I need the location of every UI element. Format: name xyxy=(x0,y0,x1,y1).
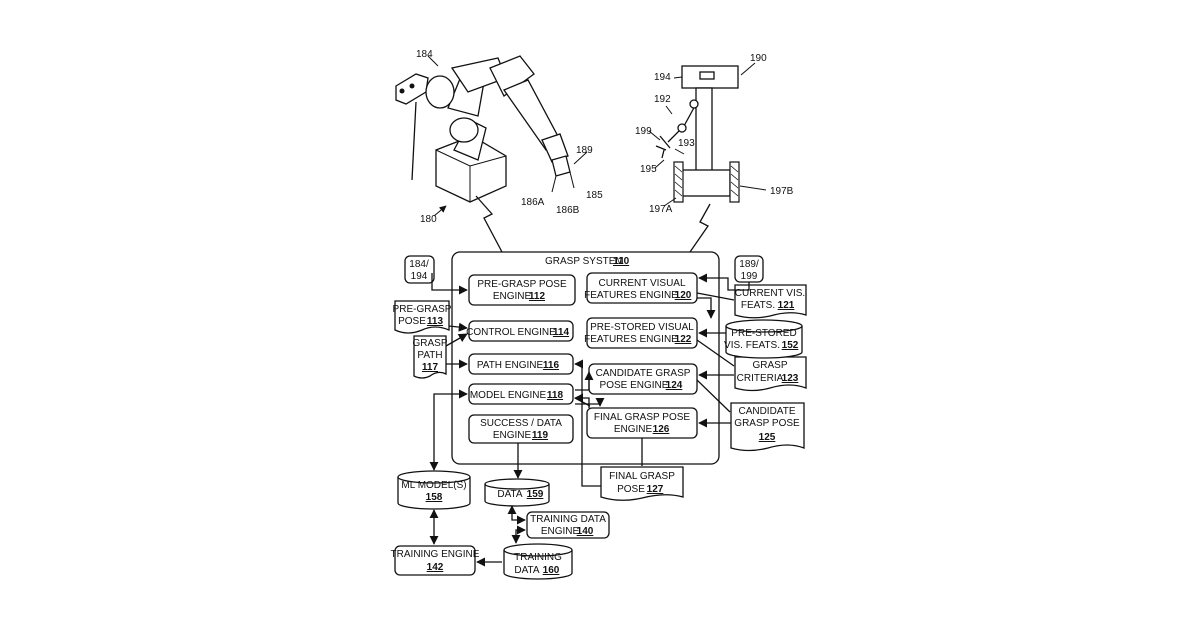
pre-grasp-pose-engine-112: PRE-GRASP POSE ENGINE 112 xyxy=(469,275,575,305)
svg-text:FEATURES ENGINE: FEATURES ENGINE xyxy=(584,290,678,301)
svg-text:112: 112 xyxy=(529,291,546,302)
candidate-grasp-pose-125: CANDIDATE GRASP POSE 125 xyxy=(731,403,804,451)
svg-text:184/: 184/ xyxy=(409,259,429,270)
ref-186a: 186A xyxy=(521,197,545,208)
pre-grasp-pose-113: PRE-GRASP POSE 113 xyxy=(393,301,452,333)
svg-text:116: 116 xyxy=(543,360,560,371)
svg-text:DATA: DATA xyxy=(497,489,523,500)
svg-text:CURRENT VISUAL: CURRENT VISUAL xyxy=(598,278,685,289)
svg-text:PATH ENGINE: PATH ENGINE xyxy=(477,360,544,371)
svg-text:FEATS.: FEATS. xyxy=(741,300,775,311)
svg-text:FINAL GRASP POSE: FINAL GRASP POSE xyxy=(594,412,690,423)
svg-text:125: 125 xyxy=(759,432,776,443)
svg-text:TRAINING DATA: TRAINING DATA xyxy=(530,514,606,525)
svg-text:GRASP POSE: GRASP POSE xyxy=(734,418,800,429)
training-engine-142: TRAINING ENGINE 142 xyxy=(391,546,480,575)
svg-text:POSE: POSE xyxy=(617,484,645,495)
grasp-system-num: 110 xyxy=(613,256,630,267)
svg-text:POSE: POSE xyxy=(398,316,426,327)
svg-text:ENGINE: ENGINE xyxy=(493,291,532,302)
svg-text:PATH: PATH xyxy=(417,350,442,361)
grasp-criteria-123: GRASP CRITERIA 123 xyxy=(735,357,806,391)
ref-190: 190 xyxy=(750,53,767,64)
ref-197b: 197B xyxy=(770,186,794,197)
svg-text:124: 124 xyxy=(666,380,683,391)
path-engine-116: PATH ENGINE 116 xyxy=(469,354,573,374)
training-data-engine-140: TRAINING DATA ENGINE 140 xyxy=(527,512,609,538)
svg-text:MODEL ENGINE: MODEL ENGINE xyxy=(470,390,547,401)
svg-text:160: 160 xyxy=(543,565,560,576)
svg-text:117: 117 xyxy=(422,362,439,373)
model-engine-118: MODEL ENGINE 118 xyxy=(469,384,573,404)
ref-197a: 197A xyxy=(649,204,673,215)
candidate-grasp-pose-engine-124: CANDIDATE GRASP POSE ENGINE 124 xyxy=(589,364,697,394)
svg-text:PRE-STORED: PRE-STORED xyxy=(731,328,796,339)
svg-text:122: 122 xyxy=(675,334,692,345)
final-grasp-pose-127: FINAL GRASP POSE 127 xyxy=(601,467,683,500)
svg-text:PRE-GRASP POSE: PRE-GRASP POSE xyxy=(477,279,567,290)
pre-stored-visual-features-engine-122: PRE-STORED VISUAL FEATURES ENGINE 122 xyxy=(584,318,697,348)
ref-193: 193 xyxy=(678,138,695,149)
svg-text:CANDIDATE GRASP: CANDIDATE GRASP xyxy=(596,368,691,379)
data-159: DATA 159 xyxy=(485,479,549,506)
svg-text:152: 152 xyxy=(782,340,799,351)
svg-text:159: 159 xyxy=(527,489,544,500)
pre-stored-vis-feats-152: PRE-STORED VIS. FEATS. 152 xyxy=(724,320,802,358)
svg-text:ENGINE: ENGINE xyxy=(493,430,532,441)
input-189-199: 189/ 199 xyxy=(735,256,763,282)
ref-195: 195 xyxy=(640,164,657,175)
svg-text:FINAL GRASP: FINAL GRASP xyxy=(609,471,675,482)
final-grasp-pose-engine-126: FINAL GRASP POSE ENGINE 126 xyxy=(587,408,697,438)
svg-text:VIS. FEATS.: VIS. FEATS. xyxy=(724,340,780,351)
svg-text:123: 123 xyxy=(782,373,799,384)
svg-text:127: 127 xyxy=(647,484,664,495)
svg-text:CRITERIA: CRITERIA xyxy=(737,373,784,384)
svg-text:142: 142 xyxy=(427,562,444,573)
svg-text:TRAINING ENGINE: TRAINING ENGINE xyxy=(391,549,480,560)
svg-text:FEATURES ENGINE: FEATURES ENGINE xyxy=(584,334,678,345)
control-engine-114: CONTROL ENGINE 114 xyxy=(466,321,573,341)
svg-text:120: 120 xyxy=(675,290,692,301)
svg-text:199: 199 xyxy=(741,271,758,282)
ml-models-158: ML MODEL(S) 158 xyxy=(398,471,470,509)
svg-text:PRE-GRASP: PRE-GRASP xyxy=(393,304,452,315)
svg-text:126: 126 xyxy=(653,424,670,435)
camera-184-icon xyxy=(396,74,428,180)
svg-text:189/: 189/ xyxy=(739,259,759,270)
svg-text:CANDIDATE: CANDIDATE xyxy=(738,406,795,417)
svg-text:GRASP: GRASP xyxy=(412,338,447,349)
svg-text:SUCCESS / DATA: SUCCESS / DATA xyxy=(480,418,562,429)
input-184-194: 184/ 194 xyxy=(405,256,434,283)
grasp-system-title: GRASP SYSTEM xyxy=(545,256,624,267)
ref-186b: 186B xyxy=(556,205,580,216)
ref-194: 194 xyxy=(654,72,671,83)
grasp-path-117: GRASP PATH 117 xyxy=(412,336,447,378)
svg-text:PRE-STORED VISUAL: PRE-STORED VISUAL xyxy=(590,322,694,333)
ref-192: 192 xyxy=(654,94,671,105)
svg-text:194: 194 xyxy=(411,271,428,282)
svg-text:POSE ENGINE: POSE ENGINE xyxy=(600,380,669,391)
ref-185: 185 xyxy=(586,190,603,201)
success-data-engine-119: SUCCESS / DATA ENGINE 119 xyxy=(469,415,573,443)
svg-text:113: 113 xyxy=(427,316,444,327)
svg-text:ENGINE: ENGINE xyxy=(614,424,653,435)
svg-text:158: 158 xyxy=(426,492,443,503)
svg-text:ENGINE: ENGINE xyxy=(541,526,580,537)
svg-text:114: 114 xyxy=(553,327,570,338)
training-data-160: TRAINING DATA 160 xyxy=(504,544,572,579)
svg-text:118: 118 xyxy=(547,390,564,401)
svg-text:DATA: DATA xyxy=(514,565,540,576)
svg-text:119: 119 xyxy=(532,430,549,441)
svg-text:140: 140 xyxy=(577,526,594,537)
svg-text:CONTROL ENGINE: CONTROL ENGINE xyxy=(466,327,556,338)
svg-text:121: 121 xyxy=(778,300,795,311)
svg-text:TRAINING: TRAINING xyxy=(514,552,562,563)
current-visual-features-engine-120: CURRENT VISUAL FEATURES ENGINE 120 xyxy=(584,273,697,303)
svg-text:GRASP: GRASP xyxy=(752,360,787,371)
svg-text:ML MODEL(S): ML MODEL(S) xyxy=(401,480,466,491)
